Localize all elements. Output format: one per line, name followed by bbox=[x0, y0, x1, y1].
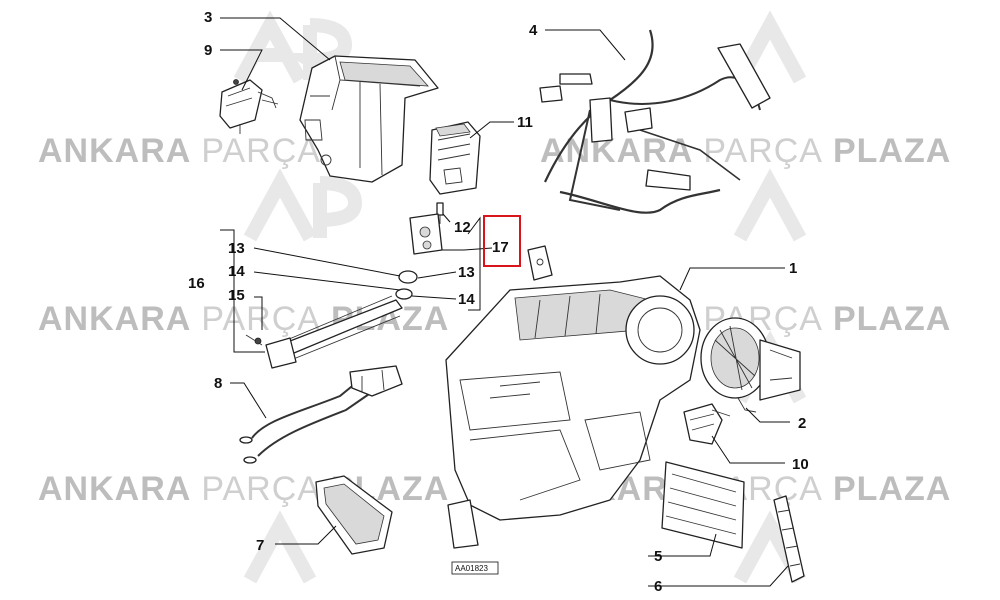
callout-14-left: 14 bbox=[228, 263, 245, 280]
callout-11: 11 bbox=[517, 114, 533, 131]
watermark-word-plaza: PLAZA bbox=[833, 470, 951, 508]
part-9-actuator bbox=[219, 79, 279, 134]
watermark-word-plaza: PLAZA bbox=[833, 300, 951, 338]
callout-12: 12 bbox=[454, 219, 471, 236]
part-8-heater-pipes bbox=[239, 365, 403, 464]
part-7-filter-cover bbox=[315, 475, 393, 555]
watermark-word-ankara: ANKARA bbox=[38, 300, 191, 338]
callout-17: 17 bbox=[492, 239, 509, 256]
watermark-word-parca: PARÇA bbox=[201, 132, 321, 170]
callout-13-left: 13 bbox=[228, 240, 245, 257]
callout-8: 8 bbox=[214, 375, 222, 392]
part-11-electronic-module bbox=[429, 121, 481, 195]
part-1-hvac-housing bbox=[445, 245, 701, 549]
callout-6: 6 bbox=[654, 578, 662, 595]
part-10-resistor bbox=[683, 403, 731, 445]
callout-5: 5 bbox=[654, 548, 662, 565]
callout-3: 3 bbox=[204, 9, 212, 26]
watermark-word-plaza: PLAZA bbox=[833, 132, 951, 170]
callout-labels: 3 9 11 4 12 17 13 14 15 16 13 14 8 1 2 1… bbox=[188, 9, 809, 595]
part-4-wiring-harness bbox=[539, 29, 771, 214]
watermark-word-parca: PARÇA bbox=[703, 132, 823, 170]
reference-code-box: AA01823 bbox=[451, 561, 499, 575]
reference-code: AA01823 bbox=[455, 564, 488, 573]
callout-15: 15 bbox=[228, 287, 245, 304]
callout-9: 9 bbox=[204, 42, 212, 59]
part-3-intake-housing bbox=[299, 55, 439, 183]
callout-7: 7 bbox=[256, 537, 264, 554]
callout-10: 10 bbox=[792, 456, 809, 473]
watermark-word-parca: PARÇA bbox=[201, 470, 321, 508]
watermark-word-parca: PARÇA bbox=[201, 300, 321, 338]
callout-14-right: 14 bbox=[458, 291, 475, 308]
part-5-cabin-filter bbox=[661, 461, 745, 549]
part-17-expansion-valve bbox=[409, 213, 443, 255]
part-16-pipe-assembly bbox=[245, 295, 403, 369]
part-6-seal bbox=[773, 495, 805, 583]
part-12-screw bbox=[436, 202, 444, 224]
callout-16: 16 bbox=[188, 275, 205, 292]
watermark-word-ankara: ANKARA bbox=[38, 132, 191, 170]
watermark-word-ankara: ANKARA bbox=[38, 470, 191, 508]
part-13-14-o-rings bbox=[395, 270, 418, 300]
leader-lines bbox=[220, 17, 790, 587]
part-2-blower-motor bbox=[700, 317, 801, 413]
highlight-box-part-17 bbox=[483, 215, 521, 267]
callout-2: 2 bbox=[798, 415, 806, 432]
callout-1: 1 bbox=[789, 260, 797, 277]
callout-4: 4 bbox=[529, 22, 538, 39]
callout-13-right: 13 bbox=[458, 264, 475, 281]
